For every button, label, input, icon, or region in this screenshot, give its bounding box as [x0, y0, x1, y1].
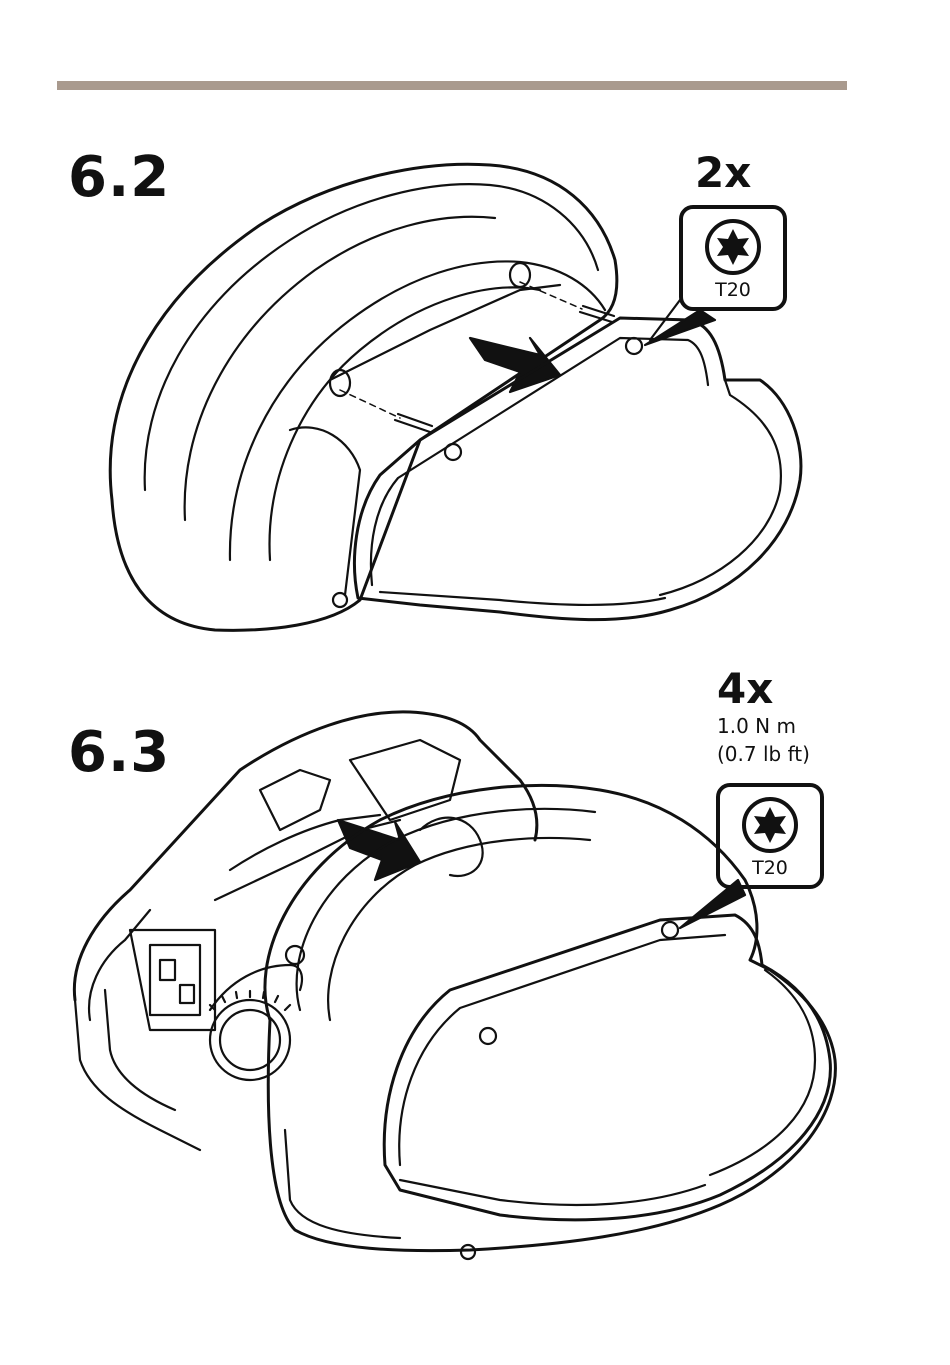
- step-6-2-illustration: [110, 164, 801, 630]
- step-6-3-illustration: [74, 712, 835, 1259]
